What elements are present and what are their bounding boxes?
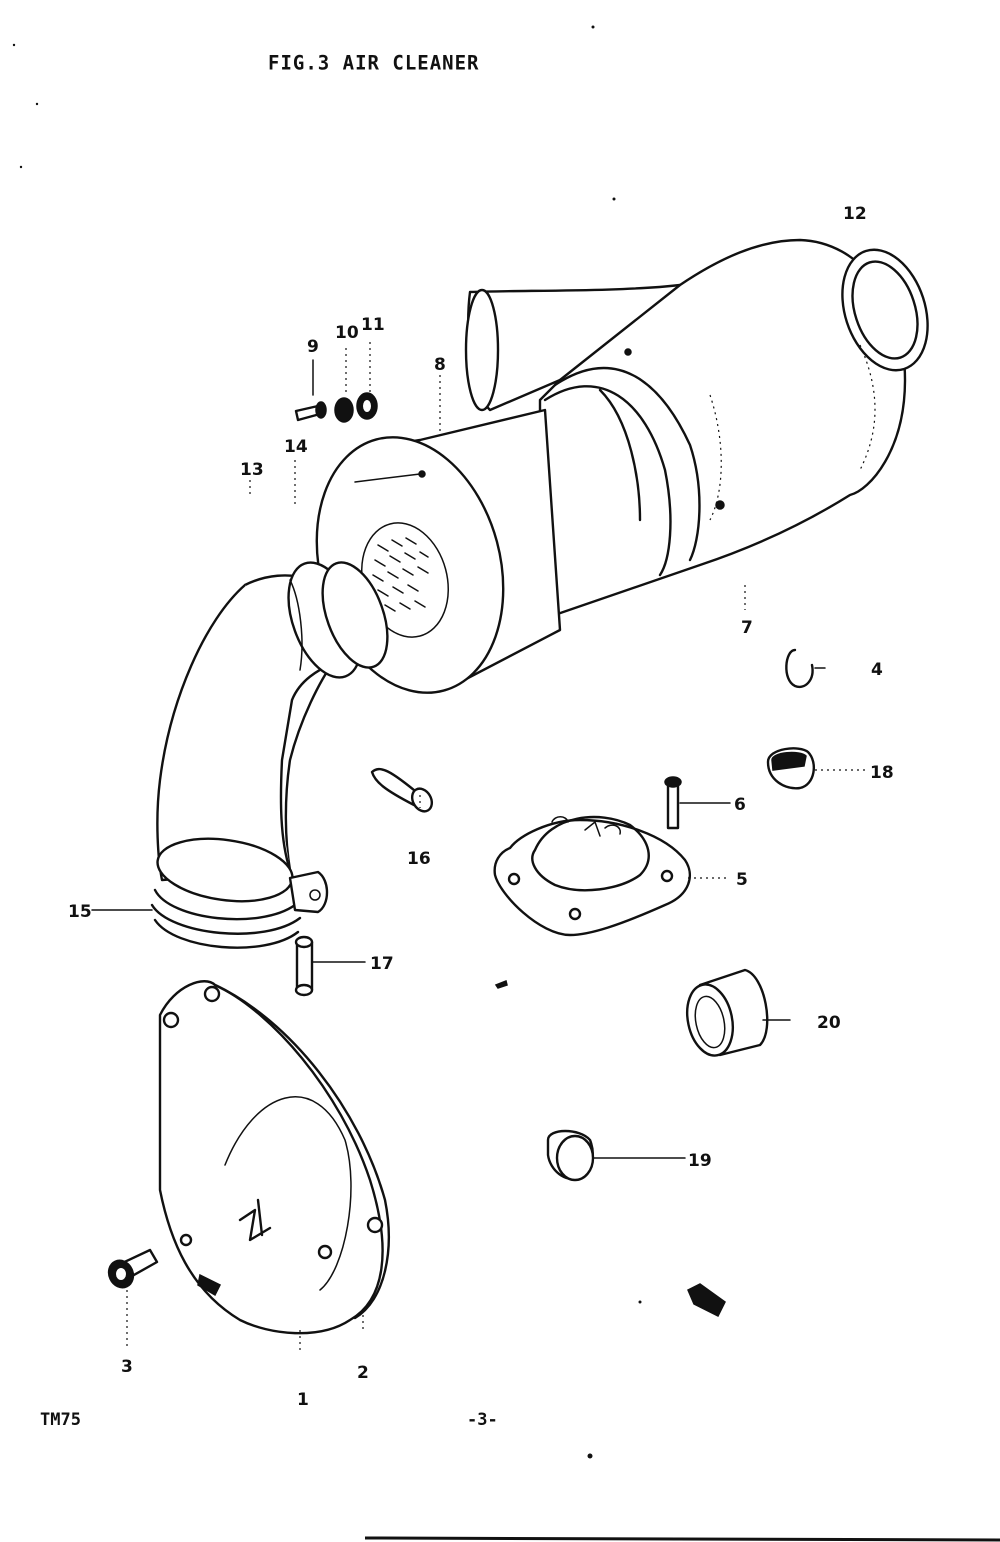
model-code: TM75 [40,1410,81,1430]
callout-labels: 1 2 3 4 5 6 7 8 9 10 11 12 13 14 15 16 1… [68,204,894,1410]
callout-5: 5 [736,870,748,890]
flange-plate-5 [493,815,692,937]
intake-tube [150,561,389,949]
callout-8: 8 [434,355,446,375]
callout-1: 1 [297,1390,309,1410]
callout-2: 2 [357,1363,369,1383]
callout-3: 3 [121,1357,133,1377]
callout-17: 17 [370,954,394,974]
callout-16: 16 [407,849,431,869]
callout-15: 15 [68,902,92,922]
scan-artifacts [12,25,1000,1542]
figure-title: FIG.3 AIR CLEANER [268,51,480,75]
callout-12: 12 [843,204,867,224]
callout-20: 20 [817,1013,841,1033]
cap-19 [546,1129,595,1182]
leader-lines [91,342,865,1350]
screw-6 [664,776,682,830]
callout-7: 7 [741,618,753,638]
callout-19: 19 [688,1151,712,1171]
callout-10: 10 [335,323,359,343]
page-number: -3- [467,1410,498,1430]
screw-9 [294,401,327,422]
air-cleaner-cover [158,980,390,1335]
callout-13: 13 [240,460,264,480]
mark [494,979,508,989]
bolt-3 [107,1248,159,1289]
sleeve-20 [686,968,769,1057]
bolt-17 [294,935,314,997]
small-part [687,1283,726,1318]
callout-14: 14 [284,437,308,457]
callout-9: 9 [307,337,319,357]
plug-18 [766,747,816,790]
callout-18: 18 [870,763,894,783]
washer-11 [356,392,378,420]
callout-4: 4 [871,660,883,680]
air-cleaner-case [464,238,929,622]
bolt-16 [370,767,434,813]
callout-11: 11 [361,315,385,335]
clip-4 [785,648,814,689]
washer-10 [334,397,354,423]
callout-6: 6 [734,795,746,815]
